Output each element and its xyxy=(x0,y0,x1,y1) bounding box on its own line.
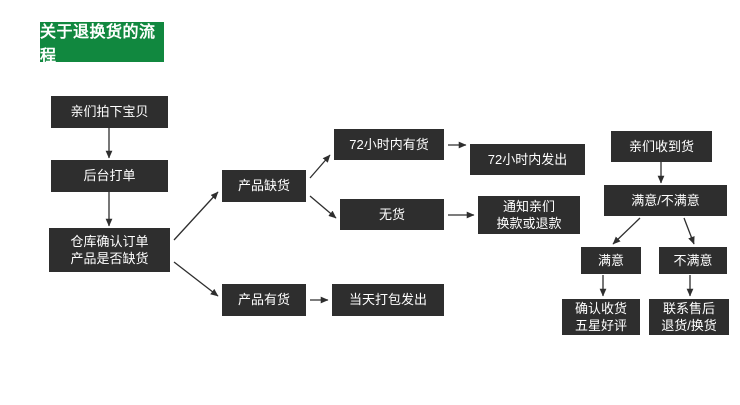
flow-node-n9: 通知亲们 换款或退款 xyxy=(478,196,580,234)
flow-arrow-n12-to-n14 xyxy=(683,217,695,245)
flow-node-n15: 确认收货 五星好评 xyxy=(562,299,640,335)
flow-node-n2: 后台打单 xyxy=(51,160,168,192)
flow-node-n6: 72小时内有货 xyxy=(334,129,444,160)
flow-arrow-n3-to-n4 xyxy=(173,191,219,241)
flow-node-n13: 满意 xyxy=(581,247,641,274)
flow-node-n10: 当天打包发出 xyxy=(332,284,444,316)
flow-node-n1: 亲们拍下宝贝 xyxy=(51,96,168,128)
flow-node-n11: 亲们收到货 xyxy=(611,131,712,162)
flow-node-n14: 不满意 xyxy=(659,247,727,274)
flow-node-n4: 产品缺货 xyxy=(222,170,306,202)
page-title-banner: 关于退换货的流程 xyxy=(40,22,164,65)
flow-node-n12: 满意/不满意 xyxy=(604,185,727,216)
flow-node-n16: 联系售后 退货/换货 xyxy=(649,299,729,335)
flow-arrow-n4-to-n8 xyxy=(309,195,337,219)
flow-arrow-n3-to-n5 xyxy=(173,261,219,297)
flow-node-n3: 仓库确认订单 产品是否缺货 xyxy=(49,228,170,272)
flow-arrow-n4-to-n6 xyxy=(309,154,331,179)
flow-node-n8: 无货 xyxy=(340,199,444,230)
flow-node-n5: 产品有货 xyxy=(222,284,306,316)
page-title-text: 关于退换货的流程 xyxy=(40,24,156,65)
flow-node-n7: 72小时内发出 xyxy=(470,144,585,175)
flow-arrow-n12-to-n13 xyxy=(612,217,641,245)
